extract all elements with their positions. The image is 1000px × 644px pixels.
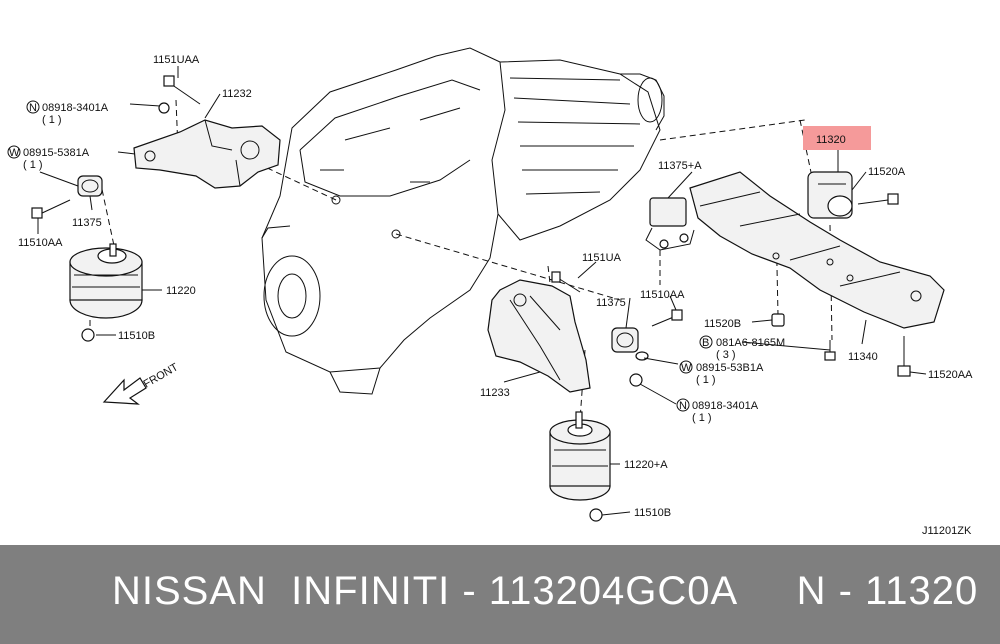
- label-11220a: 11220+A: [624, 459, 668, 471]
- n-circle-icon: [26, 100, 40, 114]
- qty-08915-left: ( 1 ): [23, 159, 43, 171]
- label-08918-left: 08918-3401A: [42, 102, 109, 114]
- label-1151uaa: 1151UAA: [153, 54, 200, 66]
- label-11520b: 11520B: [704, 318, 741, 330]
- label-11375-right: 11375: [596, 297, 626, 309]
- front-arrow-icon: [102, 377, 147, 405]
- label-11510aa-right: 11510AA: [640, 289, 685, 301]
- label-08915-right: 08915-53B1A: [696, 362, 764, 374]
- crossmember-11340: [689, 171, 945, 329]
- bolt-11510aa-left: [31, 199, 71, 219]
- part-number-banner: NISSAN INFINITI - 113204GC0A N - 11320: [0, 545, 1000, 644]
- bushing-11375-left: [77, 175, 103, 197]
- engine-mount-diagram: FRONT 1151UAA 11232 N 08918-3401A ( 1 ) …: [7, 47, 973, 537]
- label-11510b-right: 11510B: [634, 507, 671, 519]
- label-11520a: 11520A: [868, 166, 906, 178]
- nut-11510b-left: [81, 328, 95, 342]
- b-circle-icon: [699, 335, 713, 349]
- label-11520aa: 11520AA: [928, 369, 973, 381]
- nut-11510b-right: [589, 508, 603, 522]
- label-081a6: 081A6-8165M: [716, 337, 785, 349]
- engine-mount-11220: [69, 243, 143, 319]
- engine-mount-11220a: [549, 411, 611, 501]
- label-w-left: W: [9, 147, 20, 159]
- label-w-right: W: [681, 362, 692, 374]
- qty-08918-left: ( 1 ): [42, 114, 62, 126]
- label-11375a: 11375+A: [658, 160, 702, 172]
- label-1151ua: 1151UA: [582, 252, 622, 264]
- rear-mount-11320: [807, 171, 853, 219]
- qty-08915-right: ( 1 ): [696, 374, 716, 386]
- engine-block-drawing: [261, 47, 506, 395]
- label-n-right: N: [679, 400, 687, 412]
- part-labels: 1151UAA 11232 N 08918-3401A ( 1 ) W 0891…: [7, 54, 973, 537]
- label-08918-right: 08918-3401A: [692, 400, 759, 412]
- bracket-11233: [487, 279, 591, 393]
- label-11233: 11233: [480, 387, 510, 399]
- label-11375-left: 11375: [72, 217, 102, 229]
- bolt-1151uaa: [163, 75, 201, 105]
- w-circle-icon: [7, 145, 21, 159]
- label-11510b-left: 11510B: [118, 330, 155, 342]
- bracket-11232: [133, 119, 281, 189]
- qty-08918-right: ( 1 ): [692, 412, 712, 424]
- bolt-11510aa-right: [651, 309, 683, 327]
- bolt-11520a: [857, 193, 899, 205]
- label-11220: 11220: [166, 285, 196, 297]
- bolt-1151ua: [551, 271, 581, 293]
- qty-081a6: ( 3 ): [716, 349, 736, 361]
- mount-11375a: [645, 197, 695, 251]
- label-08915-left: 08915-5381A: [23, 147, 90, 159]
- label-b-081a6: B: [702, 337, 709, 349]
- n-circle-icon: [676, 398, 690, 412]
- nut-08918-right: [629, 373, 643, 387]
- part-number-text: NISSAN INFINITI - 113204GC0A N - 11320: [112, 569, 979, 613]
- transmission-drawing: [497, 59, 665, 241]
- label-11510aa-left: 11510AA: [18, 237, 63, 249]
- bushing-11375-right: [611, 327, 639, 353]
- part-highlight-11320: [803, 126, 871, 150]
- label-leaders: [37, 66, 927, 516]
- label-n-left: N: [29, 102, 37, 114]
- front-label: FRONT: [142, 361, 181, 390]
- label-11320: 11320: [816, 134, 846, 146]
- nut-08918-left: [158, 102, 170, 114]
- label-11232: 11232: [222, 88, 252, 100]
- bolt-11520aa: [897, 336, 911, 377]
- bolt-081a6: [824, 340, 836, 361]
- w-circle-icon: [679, 360, 693, 374]
- nut-11520b: [771, 313, 785, 327]
- diagram-code: J11201ZK: [922, 525, 972, 537]
- label-11340: 11340: [848, 351, 878, 363]
